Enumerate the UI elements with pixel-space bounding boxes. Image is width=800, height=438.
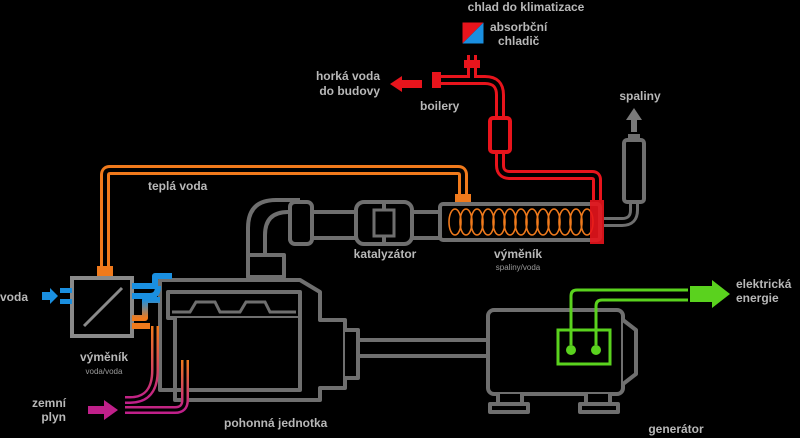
water-inlet-arrow-icon (42, 288, 72, 304)
generator-terminal (556, 328, 612, 366)
gas-arrow-icon (88, 400, 118, 420)
label-boilers: boilery (420, 99, 460, 113)
flue-gas-exchanger (438, 200, 604, 244)
warm-water-flange (97, 266, 113, 276)
engine-shaft (356, 338, 490, 358)
boiler-tank (488, 116, 512, 154)
label-water: voda (0, 290, 28, 304)
boiler-flange (432, 72, 441, 88)
label-hot-water-1: horká voda (316, 69, 380, 83)
hot-water-arrow-icon (390, 76, 422, 92)
label-power-unit: pohonná jednotka (224, 416, 328, 430)
label-warm-water: teplá voda (148, 179, 208, 193)
label-gas-1: zemní (32, 396, 67, 410)
label-exchanger-flue: výměník (494, 247, 542, 261)
water-exchanger (70, 276, 134, 338)
label-hot-water-2: do budovy (319, 84, 380, 98)
label-exchanger-water: výměník (80, 350, 128, 364)
label-catalyst: katalyzátor (354, 247, 417, 261)
engine (158, 253, 360, 402)
exhaust-pipe (246, 198, 440, 262)
label-gas-2: plyn (41, 410, 66, 424)
label-flue-gas: spaliny (619, 89, 661, 103)
label-exchanger-water-sub: voda/voda (86, 367, 123, 376)
flue-gas-stack (604, 134, 646, 227)
catalyst (354, 200, 414, 246)
cooling-pipes (132, 273, 172, 329)
label-electric-2: energie (736, 291, 779, 305)
absorption-chiller-icon (461, 21, 485, 45)
label-electric-1: elektrická (736, 277, 792, 291)
label-exchanger-flue-sub: spaliny/voda (496, 263, 541, 272)
label-cooling: chlad do klimatizace (468, 0, 585, 14)
electric-arrow-icon (690, 280, 730, 308)
label-generator: generátor (648, 422, 704, 436)
label-absorption-1: absorbční (490, 20, 548, 34)
label-absorption-2: chladič (498, 34, 540, 48)
flue-gas-arrow-icon (626, 108, 642, 132)
electric-wire (569, 288, 688, 345)
